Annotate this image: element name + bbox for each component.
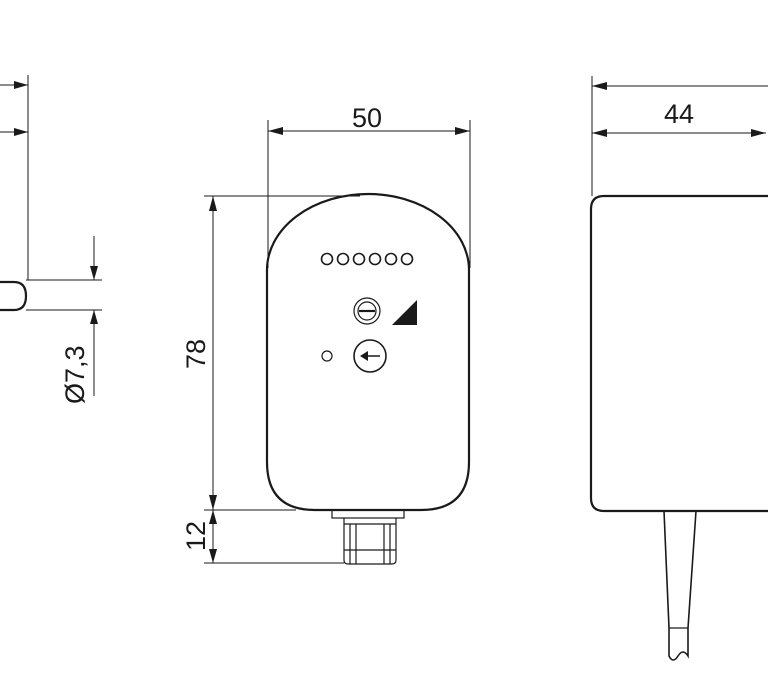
height-arrow-bottom [209, 495, 217, 510]
ramp-triangle-icon [392, 300, 417, 325]
side-dim-arrow-inner-left [592, 129, 607, 137]
connector-height-label: 12 [181, 521, 211, 551]
front-width-arrow-right [455, 127, 470, 135]
led-indicator [352, 252, 366, 266]
height-arrow-top [209, 196, 217, 211]
teach-button-icon [353, 339, 387, 373]
connector-flange [331, 509, 405, 519]
side-view: 44 [589, 76, 768, 661]
led-indicator [400, 252, 414, 266]
height-label: 78 [181, 339, 211, 369]
side-width-label: 44 [664, 99, 694, 129]
led-indicator [336, 252, 350, 266]
adjustment-screw-inner [357, 301, 377, 321]
probe-tip [668, 628, 689, 661]
housing-body [265, 192, 471, 512]
teach-arrow-head [360, 351, 368, 361]
probe-shaft [663, 510, 697, 629]
connector-body [343, 518, 397, 565]
diameter-label: Ø7,3 [60, 345, 90, 404]
pipe-stub [0, 280, 28, 312]
connector-arrow-bottom [209, 549, 217, 563]
led-indicator [320, 252, 334, 266]
front-view: 50 78 [181, 103, 471, 565]
side-housing [589, 194, 768, 513]
left-dim-arrow-top [14, 81, 28, 89]
left-view: Ø7,3 [0, 75, 102, 404]
pipe-dim-arrow-top [90, 266, 98, 280]
status-dot [321, 350, 333, 362]
side-dim-arrow-inner-right [751, 129, 766, 137]
led-indicator [384, 252, 398, 266]
led-indicator [368, 252, 382, 266]
adjustment-screw-icon [353, 297, 381, 325]
led-indicator-row [320, 252, 414, 266]
pipe-dim-arrow-bottom [90, 310, 98, 324]
side-dim-arrow-outer [592, 82, 607, 90]
width-label: 50 [352, 103, 382, 133]
front-width-arrow-left [268, 127, 283, 135]
left-dim-arrow-mid [14, 128, 28, 136]
connector-arrow-top [209, 510, 217, 524]
